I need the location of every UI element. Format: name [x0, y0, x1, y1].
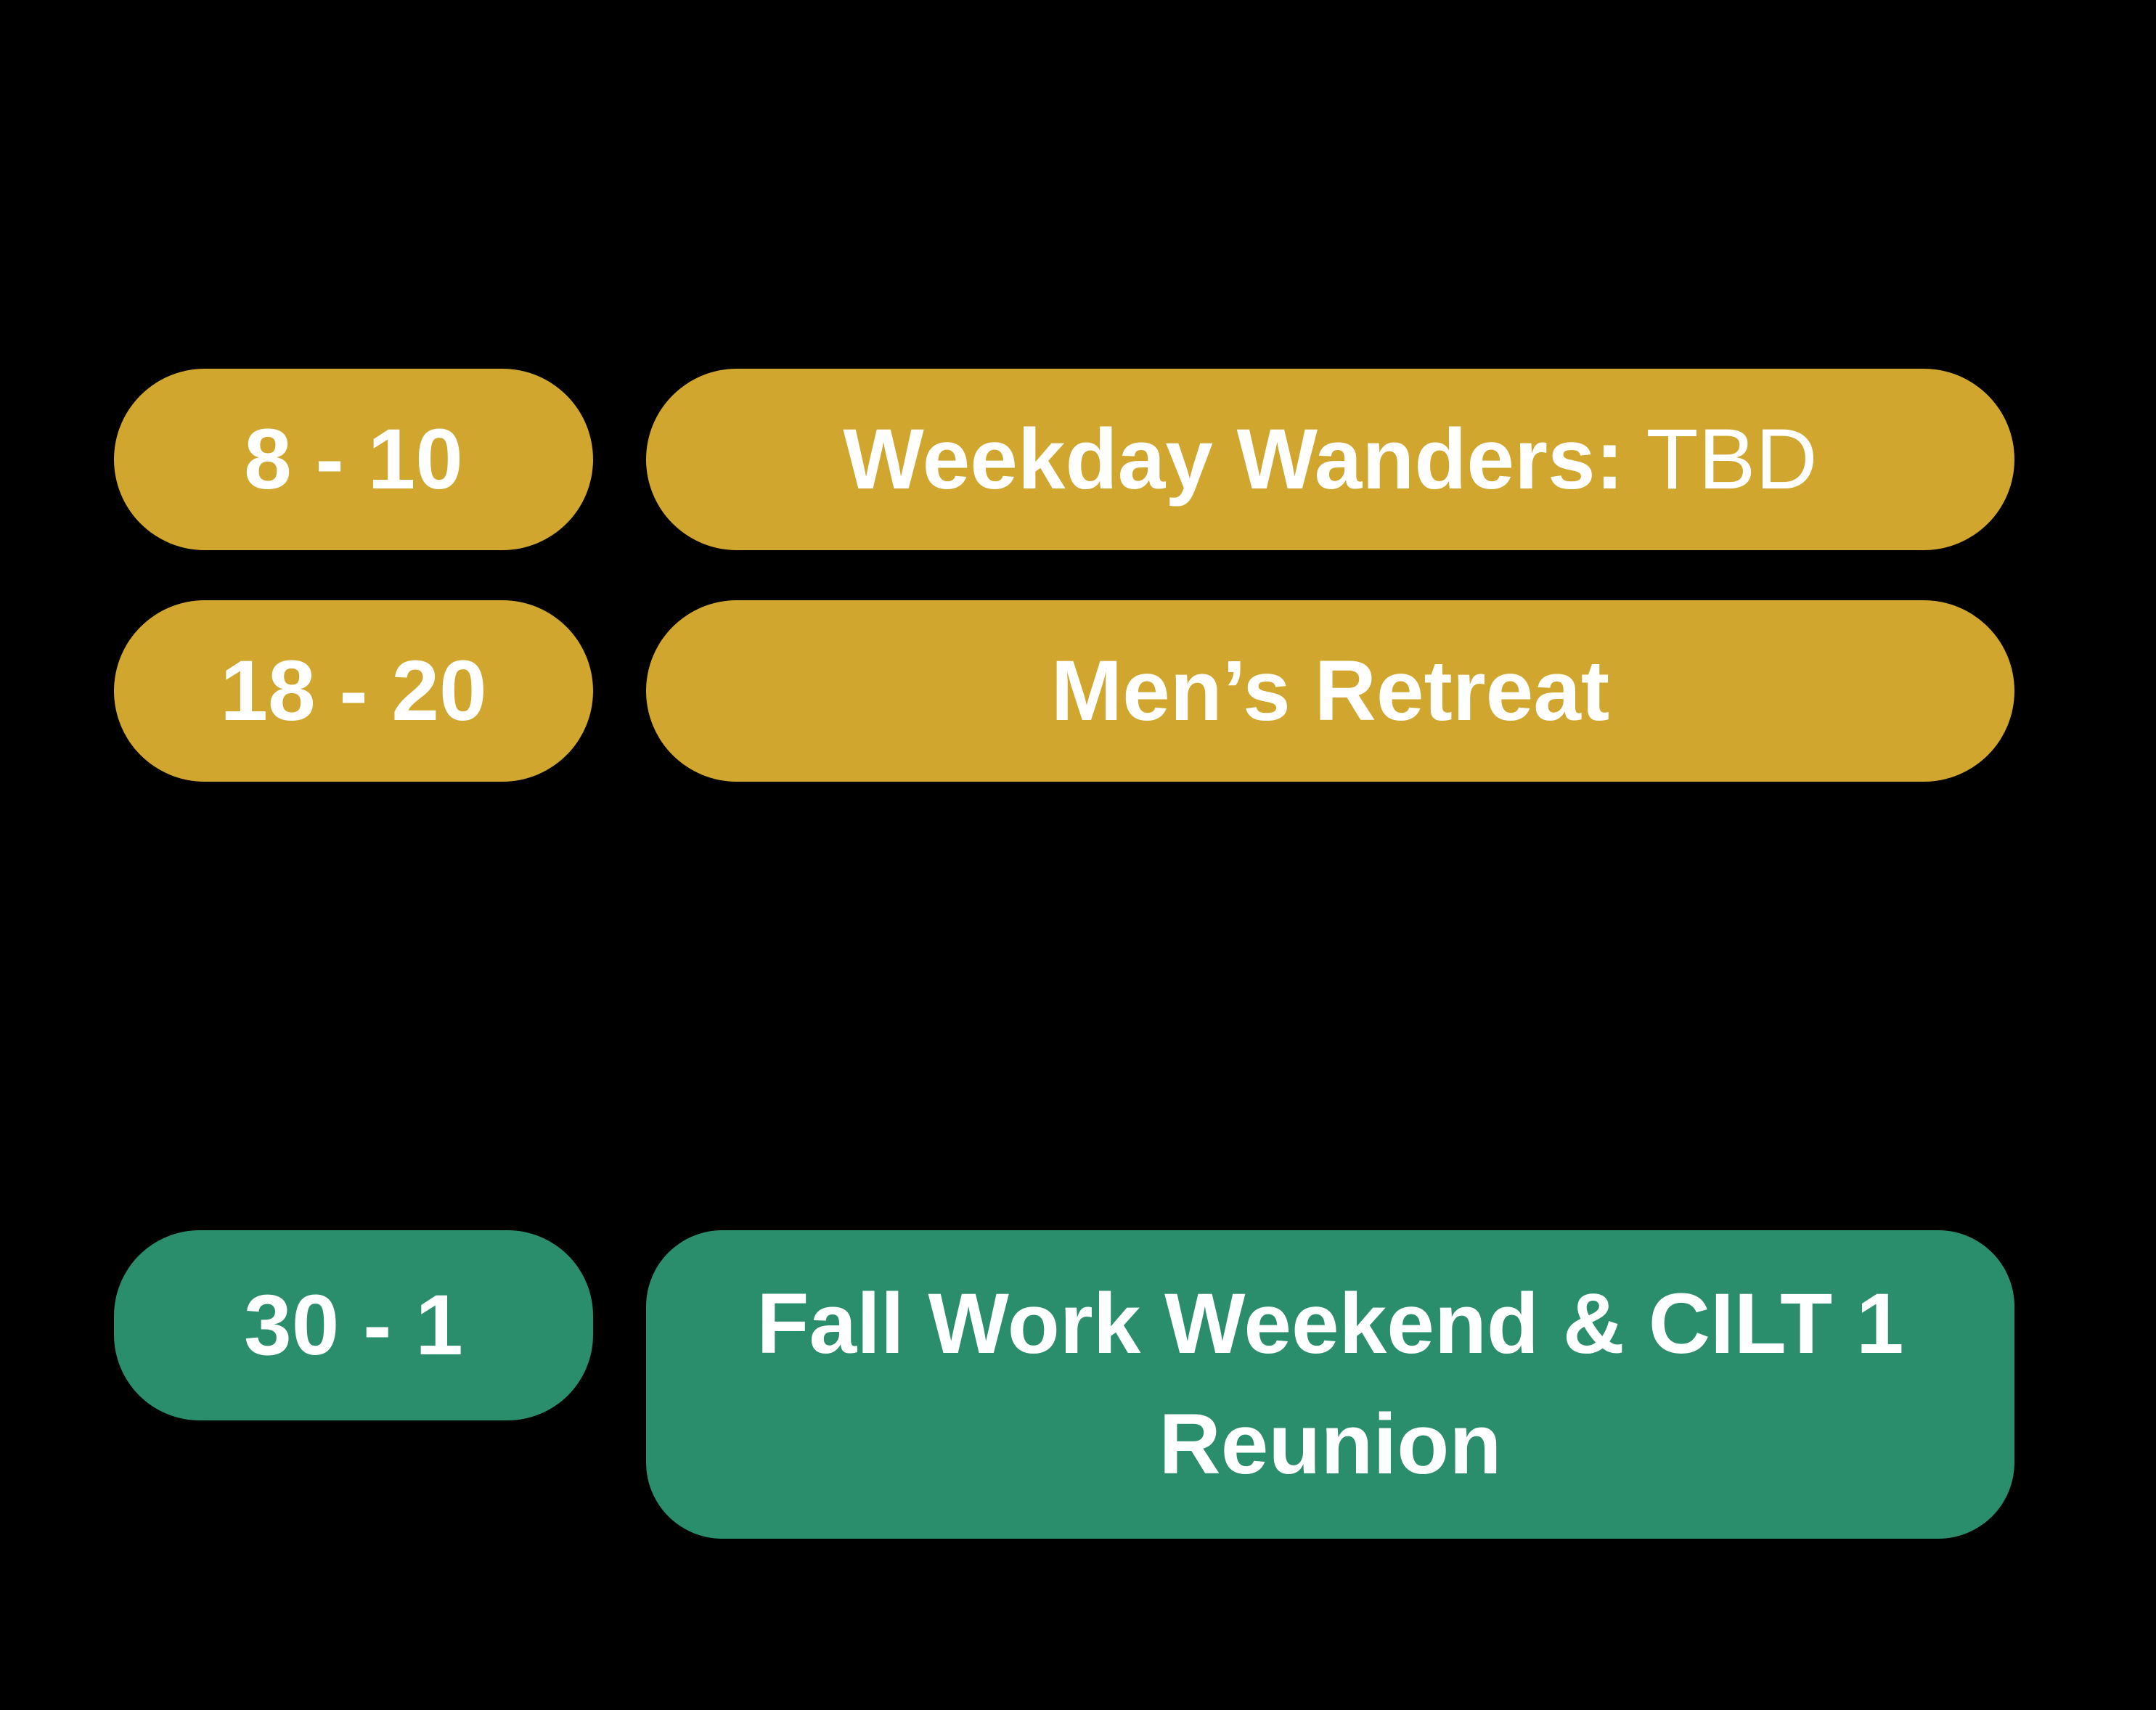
date-range-label: 18 - 20	[220, 643, 487, 739]
date-pill: 8 - 10	[114, 369, 593, 550]
event-pill: Weekday Wanders: TBD	[646, 369, 2014, 550]
date-range-label: 30 - 1	[244, 1277, 463, 1373]
event-title-line-2: Reunion	[1159, 1396, 1502, 1492]
date-range-label: 8 - 10	[244, 412, 463, 507]
event-title-bold: Men’s Retreat	[1050, 643, 1610, 739]
date-pill: 30 - 1	[114, 1230, 593, 1420]
event-title: Men’s Retreat	[1051, 648, 1609, 734]
event-title-light: TBD	[1623, 412, 1818, 507]
date-pill: 18 - 20	[114, 600, 593, 782]
event-pill: Men’s Retreat	[646, 600, 2014, 782]
event-title-bold: Weekday Wanders:	[843, 412, 1624, 507]
event-title-line-1: Fall Work Weekend & CILT 1	[756, 1276, 1904, 1372]
event-title: Weekday Wanders: TBD	[843, 417, 1817, 502]
event-pill: Fall Work Weekend & CILT 1 Reunion	[646, 1230, 2014, 1539]
